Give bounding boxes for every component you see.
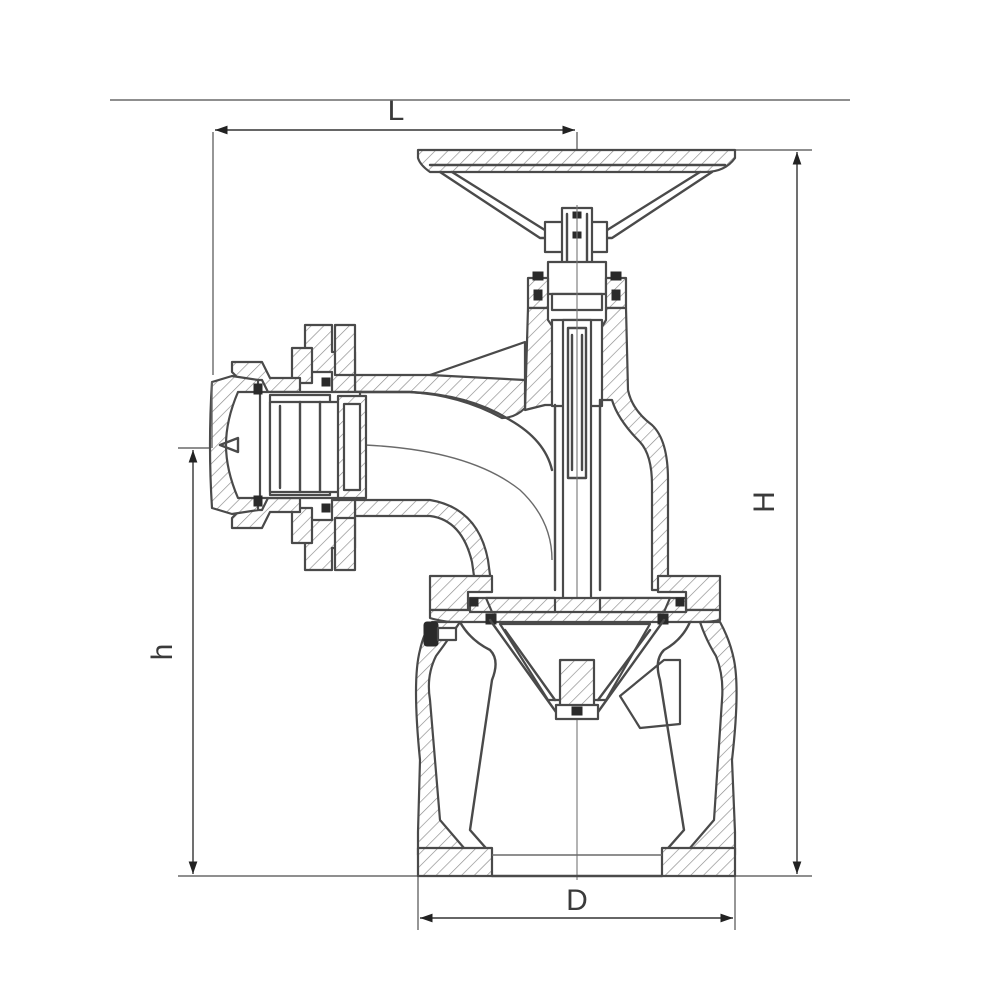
dimension-H: H — [735, 149, 812, 877]
lower-body — [414, 620, 738, 878]
bonnet — [523, 260, 670, 592]
dimension-label-L: L — [388, 94, 405, 127]
valve-body — [353, 340, 602, 592]
hose-coupling — [208, 360, 368, 530]
handwheel — [416, 148, 737, 268]
dimension-label-h: h — [146, 644, 179, 661]
dimension-label-H: H — [748, 491, 781, 513]
dimension-D: D — [417, 876, 736, 930]
dimension-label-D: D — [566, 884, 588, 917]
dimension-h: h — [146, 447, 418, 877]
valve-stem — [561, 205, 593, 880]
dimension-L: L — [212, 94, 578, 375]
